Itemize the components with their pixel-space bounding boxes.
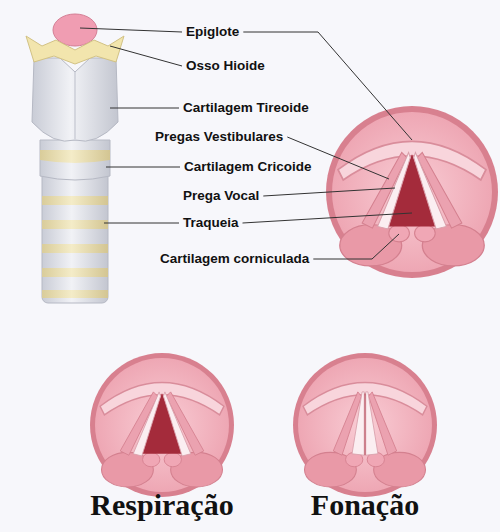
leader-line <box>110 46 182 66</box>
leader-line <box>80 28 182 32</box>
leader-line <box>106 167 180 168</box>
leader-line <box>243 213 413 223</box>
part-label: Epiglote <box>186 24 239 40</box>
part-label: Cartilagem corniculada <box>160 251 309 267</box>
leader-line <box>263 188 395 196</box>
part-label: Cartilagem Cricoide <box>184 159 312 175</box>
glottis-phonation-view <box>293 353 437 497</box>
caption-label: Fonação <box>311 488 419 522</box>
larynx-figure <box>26 14 124 303</box>
caption-label: Respiração <box>90 488 233 522</box>
glottis-view <box>326 106 498 278</box>
leader-line <box>313 234 399 259</box>
leader-line <box>243 32 412 140</box>
part-label: Pregas Vestibulares <box>155 129 283 145</box>
leader-line <box>104 223 179 224</box>
part-label: Prega Vocal <box>183 188 259 204</box>
part-label: Cartilagem Tireoide <box>183 100 309 116</box>
part-label: Traqueia <box>183 215 239 231</box>
glottis-breathing-view <box>90 353 234 497</box>
part-label: Osso Hioide <box>186 58 265 74</box>
leader-line <box>110 108 179 109</box>
